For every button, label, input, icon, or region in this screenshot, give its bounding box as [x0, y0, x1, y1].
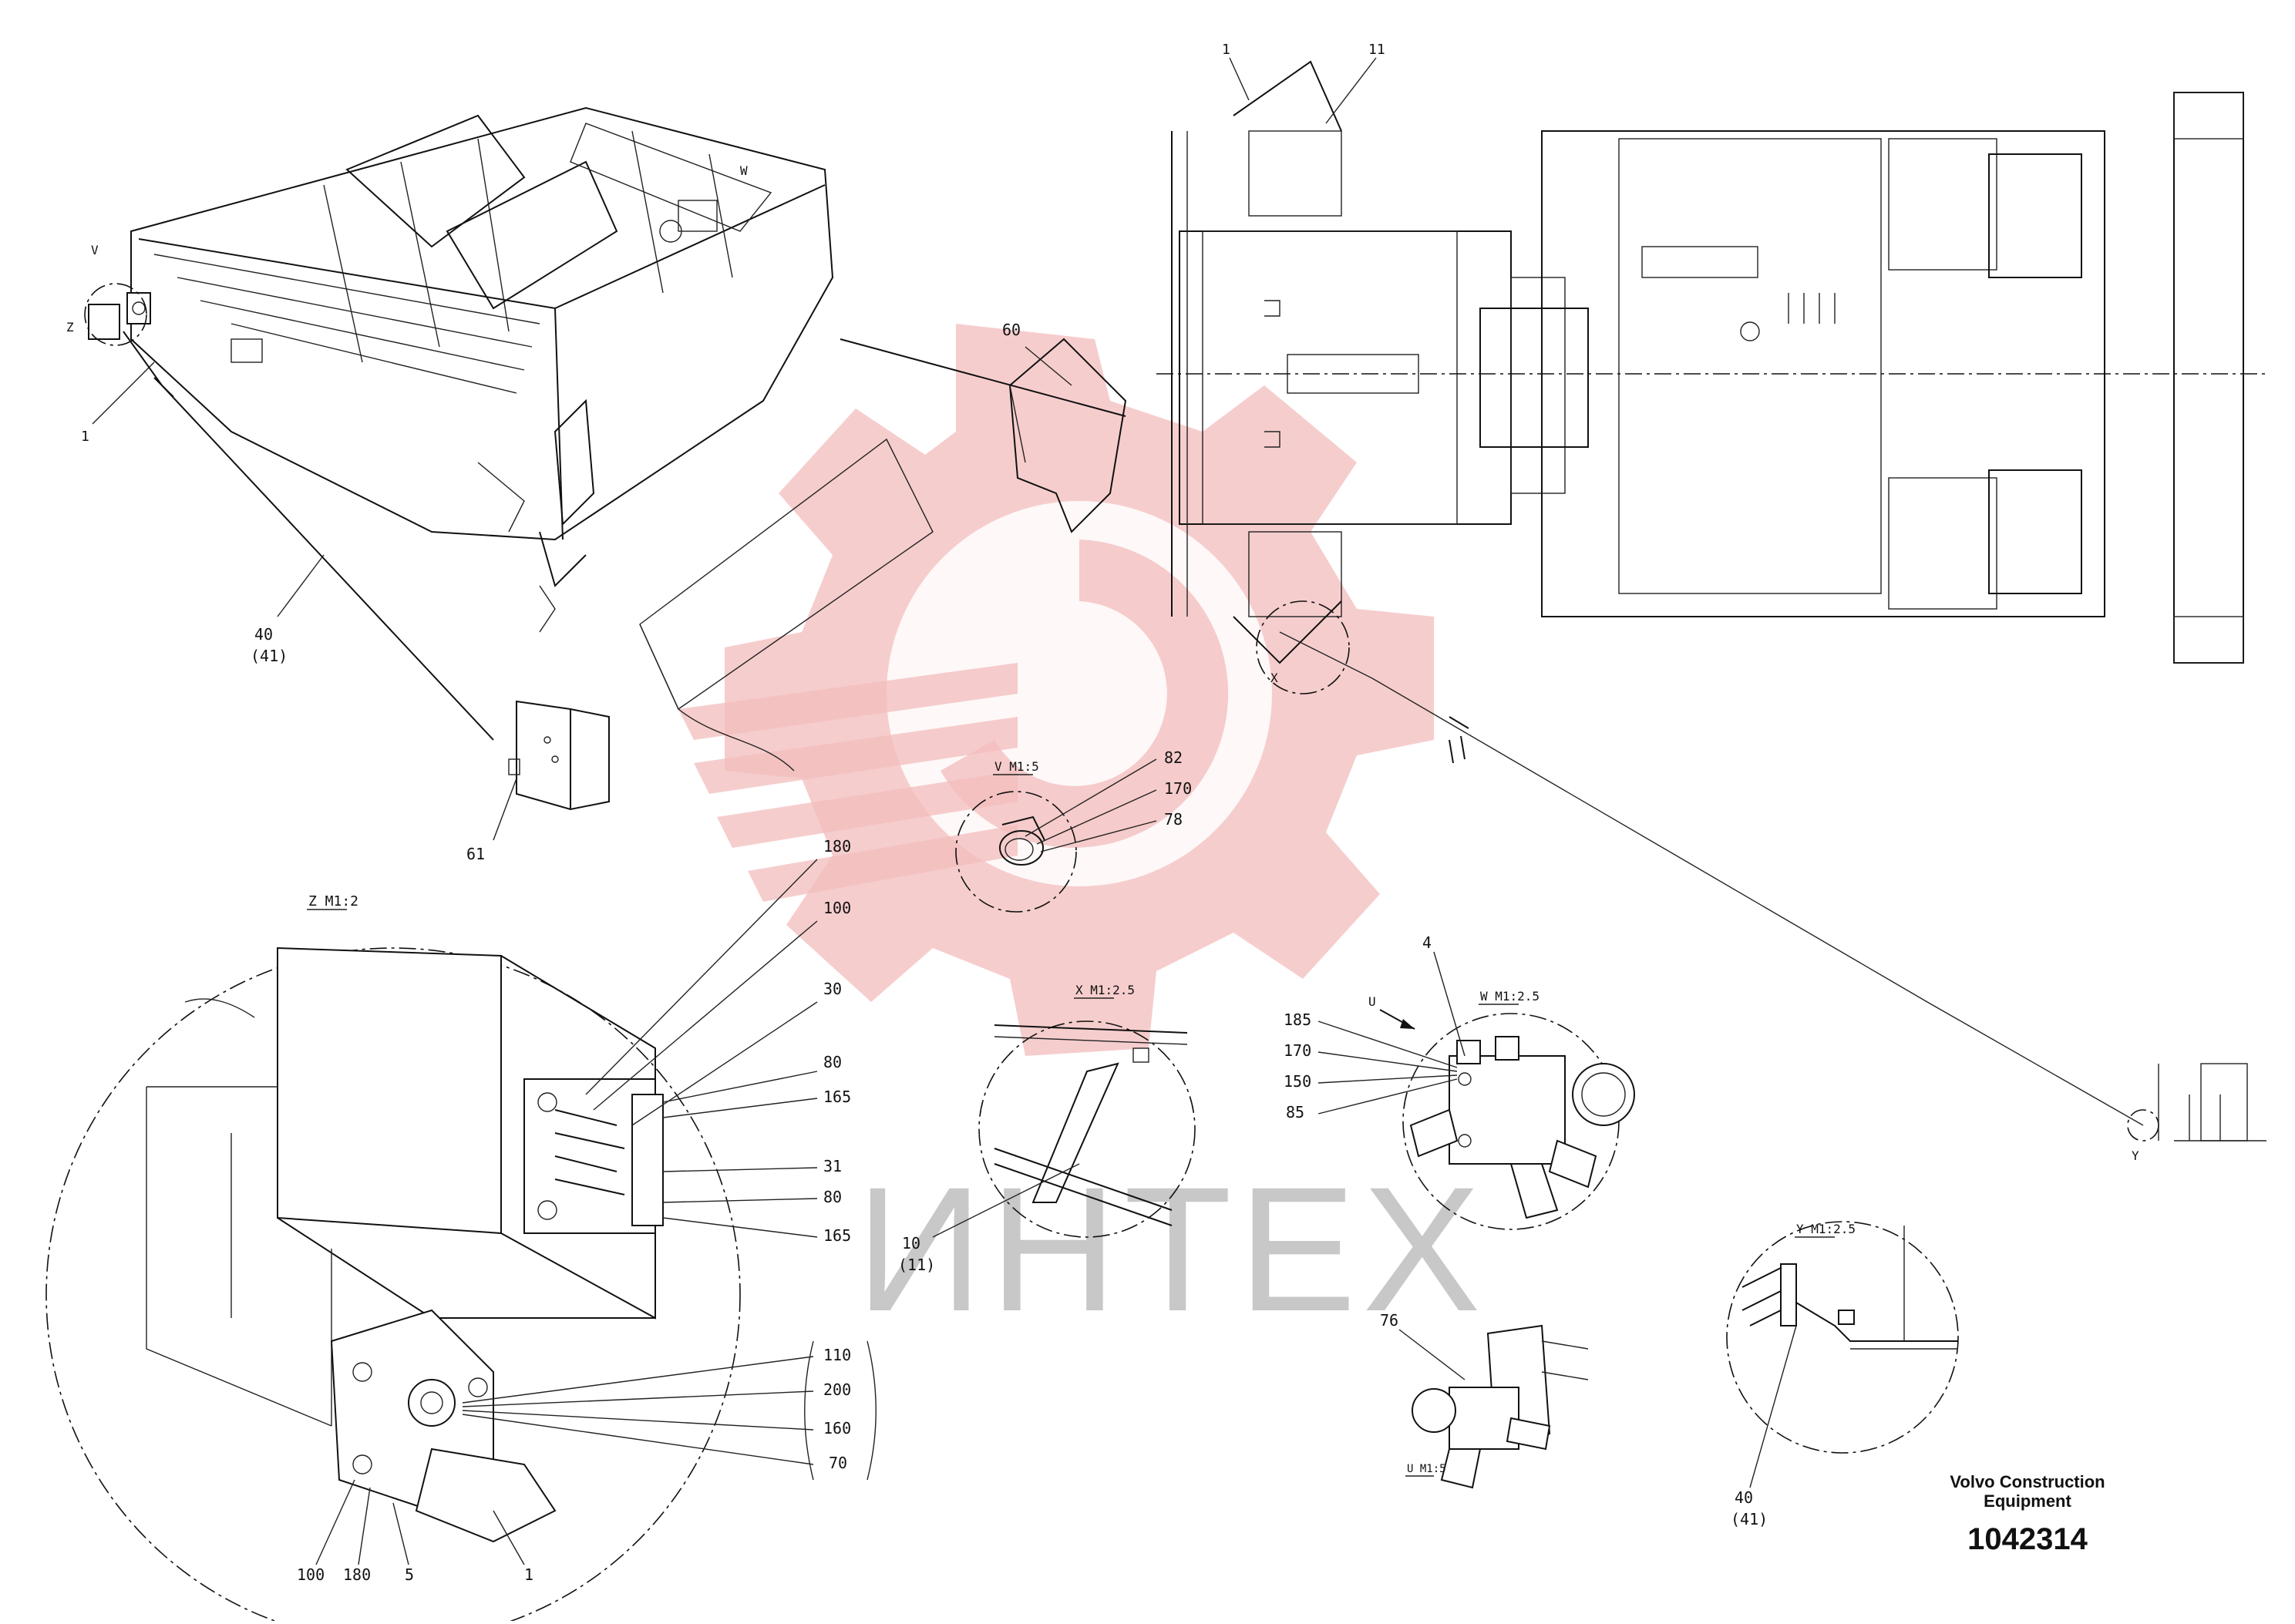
company-name-line1: Volvo Construction — [1950, 1472, 2105, 1491]
callout-31: 31 — [823, 1157, 842, 1175]
watermark-text: ИНТЕХ — [856, 1150, 1487, 1348]
callout-170-w: 170 — [1284, 1041, 1311, 1060]
callout-10: 10 — [902, 1234, 920, 1252]
view-label-z: Z M1:2 — [308, 893, 358, 910]
callout-165a: 165 — [823, 1088, 851, 1106]
callout-150: 150 — [1284, 1072, 1311, 1091]
callout-100b: 100 — [297, 1565, 325, 1584]
drawing-number: 1042314 — [1967, 1522, 2088, 1556]
callout-180b: 180 — [343, 1565, 371, 1584]
connector-block-v — [84, 283, 151, 346]
callout-1-top: 1 — [1222, 42, 1230, 58]
callout-4: 4 — [1422, 933, 1432, 952]
plan-view-machine — [1156, 60, 2266, 664]
detail-v-fitting — [999, 815, 1045, 866]
view-label-x: X M1:2.5 — [1075, 983, 1135, 997]
callout-80a: 80 — [823, 1053, 842, 1071]
callout-80b: 80 — [823, 1188, 842, 1206]
detail-y-hose-clamp — [1741, 1226, 1958, 1350]
callout-85: 85 — [1286, 1103, 1304, 1121]
callout-40-y: 40 — [1735, 1488, 1753, 1507]
isometric-frame-assembly — [130, 106, 834, 633]
callout-110: 110 — [823, 1346, 851, 1364]
detail-z-callouts: 180 100 30 80 165 31 80 165 110 200 160 … — [297, 837, 877, 1584]
callout-11-top: 11 — [1368, 42, 1385, 58]
detail-u-valve — [1412, 1324, 1589, 1489]
view-label-u: U M1:5 — [1407, 1463, 1446, 1475]
detail-z-assembly — [146, 946, 664, 1543]
callout-41-y: (41) — [1731, 1510, 1768, 1528]
detail-w-valve-block — [1409, 1036, 1635, 1219]
watermark-gear-logo — [678, 324, 1434, 1056]
callout-1-z: 1 — [524, 1565, 533, 1584]
company-name-line2: Equipment — [1984, 1491, 2071, 1511]
callout-60: 60 — [1002, 321, 1021, 339]
callout-1-iso: 1 — [81, 429, 89, 445]
callout-z-iso: Z — [66, 320, 74, 335]
callout-41-iso: (41) — [251, 647, 288, 665]
callout-11-x: (11) — [898, 1256, 935, 1274]
callout-180: 180 — [823, 837, 851, 856]
connector-box-60 — [1008, 338, 1127, 533]
callout-40-iso: 40 — [254, 625, 273, 644]
callout-100: 100 — [823, 899, 851, 917]
callout-78: 78 — [1164, 810, 1183, 829]
callout-x-top: X — [1270, 671, 1278, 685]
callout-61: 61 — [466, 845, 485, 863]
callout-185: 185 — [1284, 1010, 1311, 1029]
callout-v-iso: V — [91, 243, 99, 257]
callout-170-v: 170 — [1164, 779, 1192, 798]
callout-w-iso: W — [740, 163, 748, 178]
view-label-y: Y M1:2.5 — [1796, 1222, 1856, 1236]
callout-82: 82 — [1164, 748, 1183, 767]
callout-76: 76 — [1380, 1311, 1398, 1330]
callout-30: 30 — [823, 980, 842, 998]
view-label-w: W M1:2.5 — [1480, 989, 1540, 1004]
callout-u-w: U — [1368, 994, 1376, 1009]
title-block: Volvo Construction Equipment 1042314 — [1950, 1472, 2105, 1556]
callout-200: 200 — [823, 1380, 851, 1399]
callout-70: 70 — [829, 1454, 847, 1472]
view-label-v: V M1:5 — [994, 759, 1039, 774]
callout-165b: 165 — [823, 1226, 851, 1245]
detail-x-bracket — [994, 1024, 1188, 1226]
callout-y-top: Y — [2132, 1148, 2139, 1163]
connector-box-61 — [508, 700, 610, 811]
callout-160: 160 — [823, 1419, 851, 1437]
callout-5: 5 — [405, 1565, 414, 1584]
